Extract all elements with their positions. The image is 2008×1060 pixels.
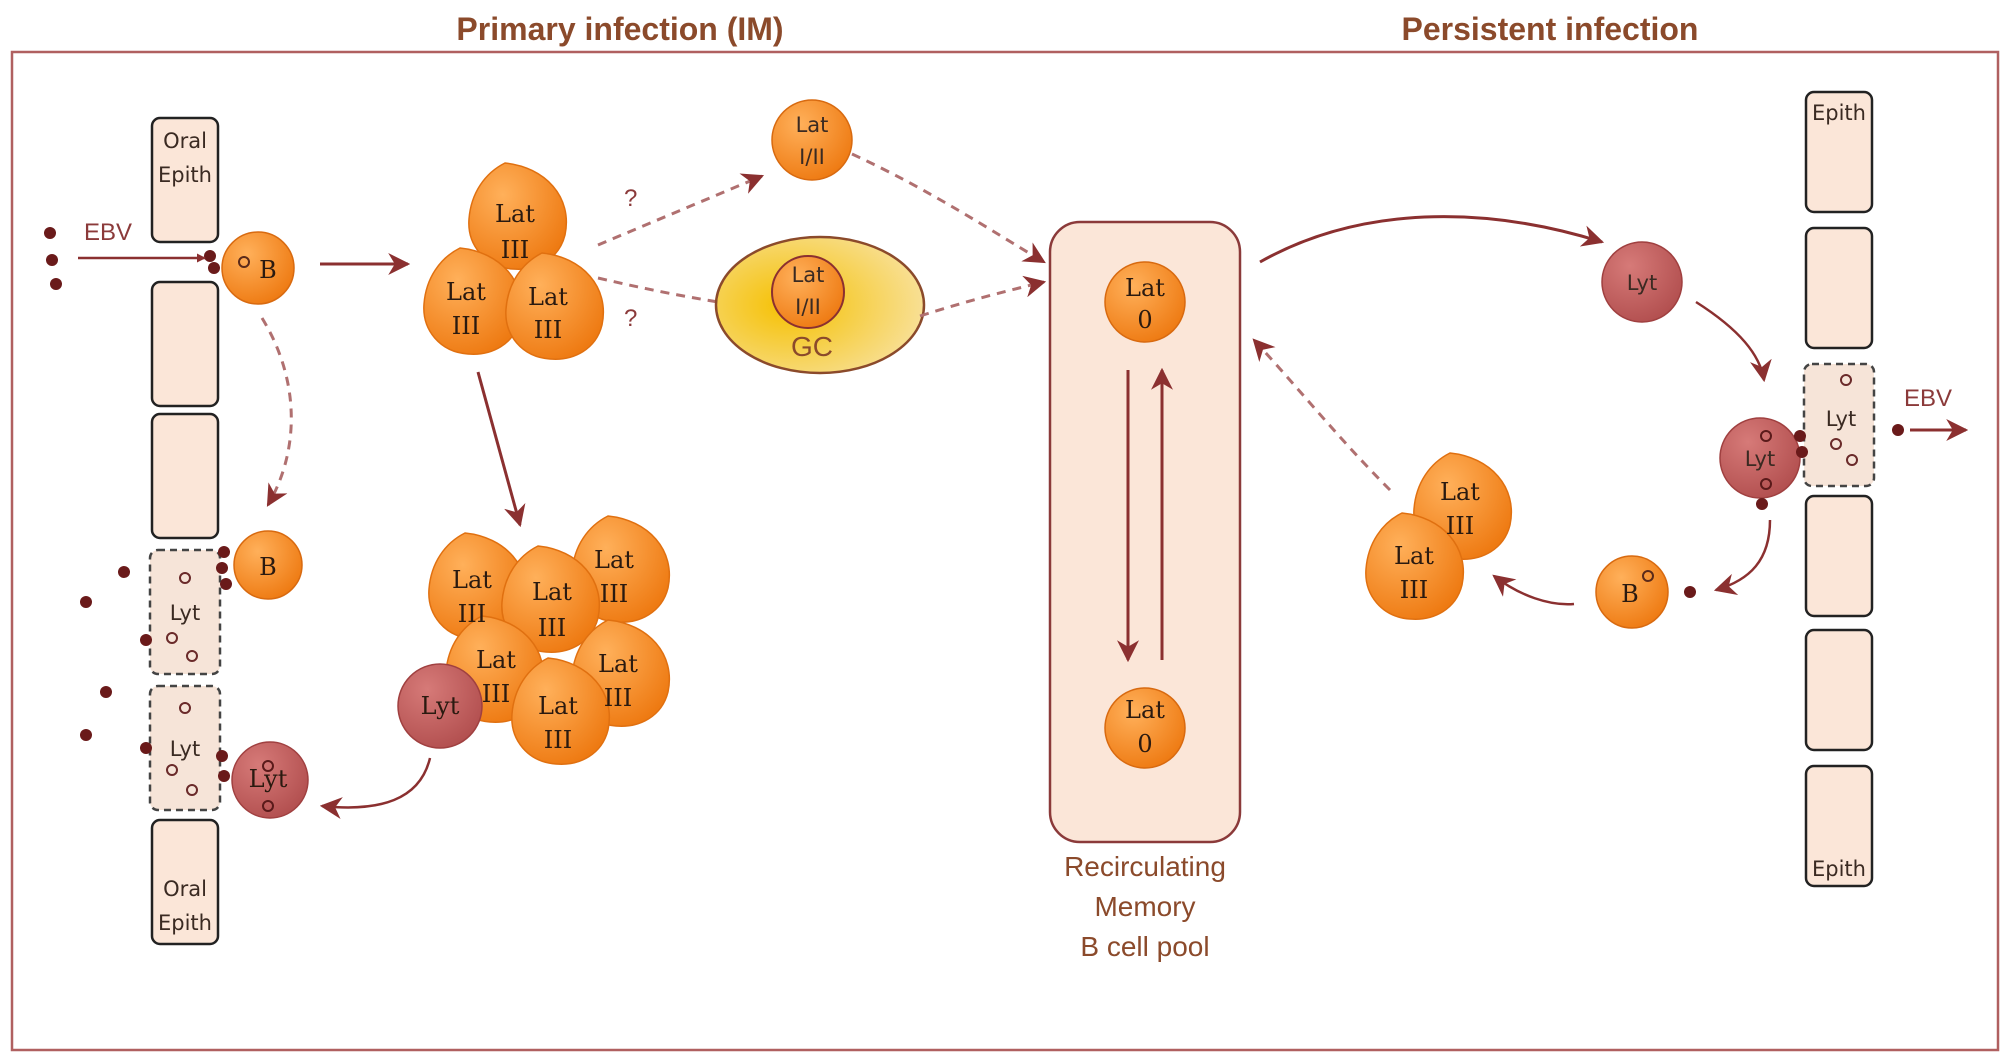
- lytic-epith-label: Lyt: [170, 601, 200, 625]
- svg-text:Lat: Lat: [1440, 478, 1480, 506]
- ebv-label-left: EBV: [84, 219, 132, 246]
- memory-b-cell-pool: Lat 0 Lat 0: [1048, 220, 1242, 844]
- lytic-b-cell-epith-right: Lyt: [1719, 417, 1808, 510]
- right-epithelium: Epith Lyt Epith: [1802, 90, 1876, 888]
- svg-text:Lyt: Lyt: [1627, 271, 1657, 295]
- svg-text:Lyt: Lyt: [1745, 447, 1775, 471]
- b-cell-label: B: [259, 256, 277, 284]
- svg-text:Lat: Lat: [452, 566, 492, 594]
- lytic-epith-cell: [148, 684, 222, 812]
- svg-text:B: B: [1621, 580, 1639, 608]
- dashed-arrow-gc-to-pool: [919, 275, 1047, 318]
- svg-text:III: III: [604, 684, 632, 712]
- arrow-lyt-to-epith-right: [1695, 300, 1772, 383]
- svg-text:Lat: Lat: [594, 546, 634, 574]
- dashed-arrow-b-down: [260, 317, 293, 507]
- arrow-lat3-down: [476, 371, 526, 528]
- epith-bottom-label: Epith: [1812, 857, 1866, 881]
- lat0-top-zero: 0: [1137, 306, 1152, 334]
- oral-epith-bottom-line1: Oral: [163, 877, 207, 901]
- lat3-cluster-right: [1365, 452, 1513, 620]
- epith-cell: [150, 412, 220, 540]
- svg-text:III: III: [458, 600, 486, 628]
- svg-text:Lat: Lat: [796, 113, 829, 137]
- b-cell-label: B: [259, 553, 277, 581]
- epith-top-label: Epith: [1812, 101, 1866, 125]
- lytic-b-cell: Lyt: [231, 741, 309, 819]
- lytic-epith-label: Lyt: [170, 737, 200, 761]
- epith-cell: [1804, 628, 1874, 752]
- svg-text:III: III: [534, 316, 562, 344]
- b-cell: B: [233, 530, 303, 600]
- svg-text:III: III: [600, 580, 628, 608]
- persistent-infection-heading: Persistent infection: [1402, 11, 1699, 47]
- arrow-pool-to-lyt: [1259, 215, 1605, 264]
- dashed-arrow-to-lat12: [597, 173, 765, 247]
- epith-cell: [1804, 494, 1874, 618]
- diagram-frame: [10, 50, 2000, 1052]
- svg-text:Lat: Lat: [528, 283, 568, 311]
- left-epithelium: Oral Epith Lyt Lyt Oral Epith: [44, 116, 232, 946]
- arrow-b-to-lat3-right: [1492, 574, 1575, 606]
- svg-text:III: III: [544, 726, 572, 754]
- lytic-epith-cell: [148, 548, 222, 676]
- primary-infection-heading: Primary infection (IM): [456, 11, 783, 47]
- oral-epith-cell-bottom: [150, 818, 220, 946]
- pool-caption-line1: Recirculating: [1064, 851, 1226, 882]
- svg-text:III: III: [538, 614, 566, 642]
- svg-text:III: III: [452, 312, 480, 340]
- lat3-large-labels: Lat III Lat III Lat III Lat III Lat III …: [452, 546, 638, 754]
- svg-text:III: III: [501, 236, 529, 264]
- lat0-top-lat: Lat: [1125, 274, 1165, 302]
- lat0-bottom-lat: Lat: [1125, 696, 1165, 724]
- oral-epith-cell-top: [150, 116, 220, 244]
- lytic-b-cell-cluster: Lyt: [397, 663, 483, 749]
- arrow-epith-to-b-right: [1713, 519, 1772, 595]
- b-cell-infected: B: [221, 231, 295, 305]
- pool-caption-line2: Memory: [1094, 891, 1195, 922]
- epith-cell-top: [1804, 90, 1874, 214]
- lytic-epith-cell-right: [1802, 362, 1876, 488]
- svg-text:Lat: Lat: [476, 646, 516, 674]
- question-mark-top: ?: [624, 185, 637, 212]
- epith-cell-bottom: [1804, 764, 1874, 888]
- lat3-right-labels: Lat III Lat III: [1394, 478, 1480, 604]
- dashed-arrow-to-gc: [597, 276, 759, 316]
- lat0-bottom-zero: 0: [1137, 730, 1152, 758]
- svg-text:III: III: [1400, 576, 1428, 604]
- svg-text:I/II: I/II: [799, 145, 825, 169]
- lytic-epith-label-right: Lyt: [1826, 407, 1856, 431]
- question-mark-bottom: ?: [624, 305, 637, 332]
- oral-epith-top-line1: Oral: [163, 129, 207, 153]
- b-cell-right: B: [1595, 555, 1696, 629]
- svg-text:III: III: [1446, 512, 1474, 540]
- svg-text:Lat: Lat: [538, 692, 578, 720]
- svg-text:Lat: Lat: [1394, 542, 1434, 570]
- gc-cell-i-ii: I/II: [795, 295, 821, 319]
- lytic-label: Lyt: [421, 692, 460, 720]
- arrow-lyt-to-epith: [319, 757, 432, 819]
- svg-text:Lat: Lat: [446, 278, 486, 306]
- lat3-top-labels: Lat III Lat III Lat III: [446, 200, 568, 344]
- epith-cell: [1804, 226, 1874, 350]
- lytic-b-label: Lyt: [249, 765, 288, 793]
- dashed-arrow-lat12-to-pool: [851, 152, 1046, 264]
- oral-epith-top-line2: Epith: [158, 163, 212, 187]
- svg-text:Lat: Lat: [532, 578, 572, 606]
- svg-text:Lat: Lat: [495, 200, 535, 228]
- gc-label: GC: [791, 331, 833, 362]
- oral-epith-bottom-line2: Epith: [158, 911, 212, 935]
- gc-cell-lat: Lat: [792, 263, 825, 287]
- pool-caption-line3: B cell pool: [1080, 931, 1209, 962]
- lytic-b-cell-right: Lyt: [1601, 241, 1683, 323]
- epith-cell: [150, 280, 220, 408]
- ebv-label-right: EBV: [1904, 385, 1952, 412]
- germinal-center: Lat I/II GC: [714, 235, 926, 375]
- svg-text:III: III: [482, 680, 510, 708]
- lat-i-ii-cell: Lat I/II: [771, 99, 853, 181]
- dashed-arrow-lat3-to-pool: [1252, 338, 1392, 492]
- svg-text:Lat: Lat: [598, 650, 638, 678]
